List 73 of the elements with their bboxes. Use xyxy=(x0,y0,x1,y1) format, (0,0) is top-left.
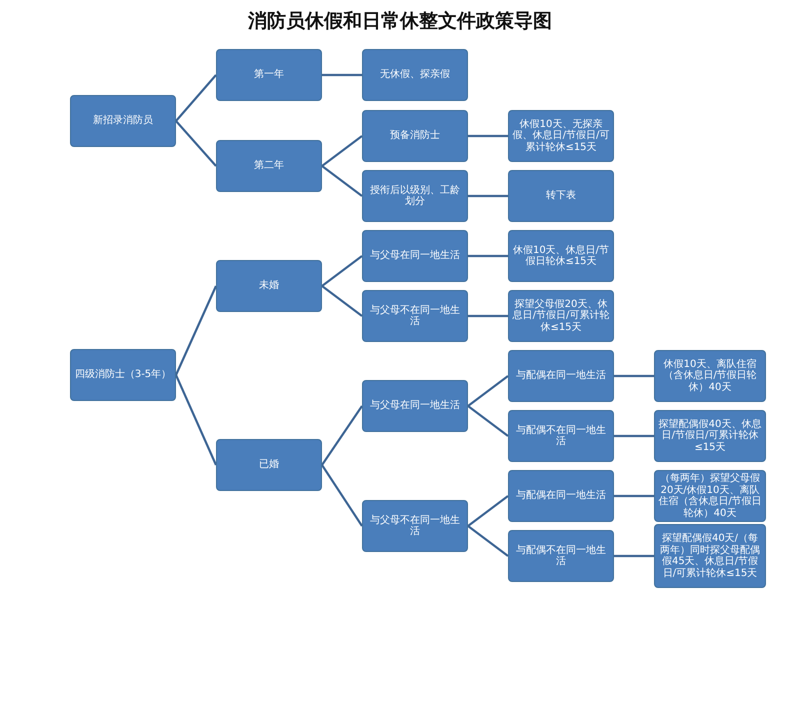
connector-line xyxy=(321,135,363,167)
process-box xyxy=(362,110,468,162)
node-text: 第一年 xyxy=(254,69,284,81)
process-box xyxy=(70,95,176,147)
connector-line xyxy=(321,165,363,197)
connector-line xyxy=(175,74,217,122)
connector-line xyxy=(175,120,217,167)
connector-line xyxy=(467,495,509,527)
connector-line xyxy=(468,194,508,198)
process-box xyxy=(654,350,766,402)
node-text: 无休假、探亲假 xyxy=(380,69,450,81)
process-box xyxy=(508,350,614,402)
connector-line xyxy=(468,254,508,258)
connector-line xyxy=(321,464,363,527)
process-box xyxy=(508,530,614,582)
process-box xyxy=(508,170,614,222)
connector-line xyxy=(321,405,363,466)
node-text: 第二年 xyxy=(254,160,284,172)
connector-line xyxy=(614,494,654,498)
diagram-title: 消防员休假和日常休整文件政策导图 xyxy=(246,9,553,34)
node-text: 已婚 xyxy=(259,459,279,471)
node-text: 休假10天、离队住宿（含休息日/节假日轮休）40天 xyxy=(662,358,758,394)
connector-line xyxy=(322,74,362,76)
connector-line xyxy=(614,434,654,438)
connector-line xyxy=(175,374,217,466)
process-box xyxy=(362,49,468,101)
process-box xyxy=(508,410,614,462)
process-box xyxy=(216,49,322,101)
node-text: （每两年）探望父母假20天/休假10天、离队住宿（含休息日/节假日轮休）40天 xyxy=(658,473,762,519)
node-text: 与配偶在同一地生活 xyxy=(516,490,606,502)
process-box xyxy=(654,410,766,462)
node-text: 四级消防士（3-5年） xyxy=(74,369,172,381)
node-text: 探望配偶假40天/（每两年）同时探父母配偶假45天、休息日/节假日/可累计轮休≤15天 xyxy=(659,533,761,579)
node-text: 新招录消防员 xyxy=(93,115,153,127)
connector-line xyxy=(614,554,654,558)
process-box xyxy=(654,524,766,588)
process-box xyxy=(362,290,468,342)
node-text: 与父母不在同一地生活 xyxy=(369,304,461,328)
connector-line xyxy=(468,134,508,138)
node-text: 探望配偶假40天、休息日/节假日/可累计轮休≤15天 xyxy=(658,418,762,454)
node-text: 转下表 xyxy=(546,190,576,202)
process-box xyxy=(508,110,614,162)
process-box xyxy=(216,260,322,312)
connector-line xyxy=(321,255,363,287)
node-text: 与父母不在同一地生活 xyxy=(369,514,461,538)
node-text: 授衔后以级别、工龄划分 xyxy=(369,184,461,208)
node-text: 与父母在同一地生活 xyxy=(370,400,460,412)
process-box xyxy=(216,140,322,192)
connector-line xyxy=(321,285,363,317)
process-box xyxy=(508,290,614,342)
node-text: 探望父母假20天、休息日/节假日/可累计轮休≤15天 xyxy=(512,298,610,334)
process-box xyxy=(508,230,614,282)
node-text: 与配偶不在同一地生活 xyxy=(515,544,607,568)
process-box xyxy=(362,380,468,432)
connector-line xyxy=(468,314,508,318)
connector-line xyxy=(467,405,509,437)
process-box xyxy=(70,349,176,401)
process-box xyxy=(362,170,468,222)
connector-line xyxy=(467,375,509,407)
node-text: 未婚 xyxy=(259,280,279,292)
node-text: 与配偶在同一地生活 xyxy=(516,370,606,382)
node-text: 休假10天、无探亲假、休息日/节假日/可累计轮休≤15天 xyxy=(512,118,610,154)
process-box xyxy=(362,230,468,282)
connector-line xyxy=(175,286,217,376)
node-text: 与配偶不在同一地生活 xyxy=(515,424,607,448)
connector-line xyxy=(467,525,509,557)
node-text: 休假10天、休息日/节假日轮休≤15天 xyxy=(512,244,610,268)
node-text: 预备消防士 xyxy=(390,130,440,142)
process-box xyxy=(508,470,614,522)
process-box xyxy=(362,500,468,552)
connector-line xyxy=(614,374,654,378)
node-text: 与父母在同一地生活 xyxy=(370,250,460,262)
process-box xyxy=(216,439,322,491)
